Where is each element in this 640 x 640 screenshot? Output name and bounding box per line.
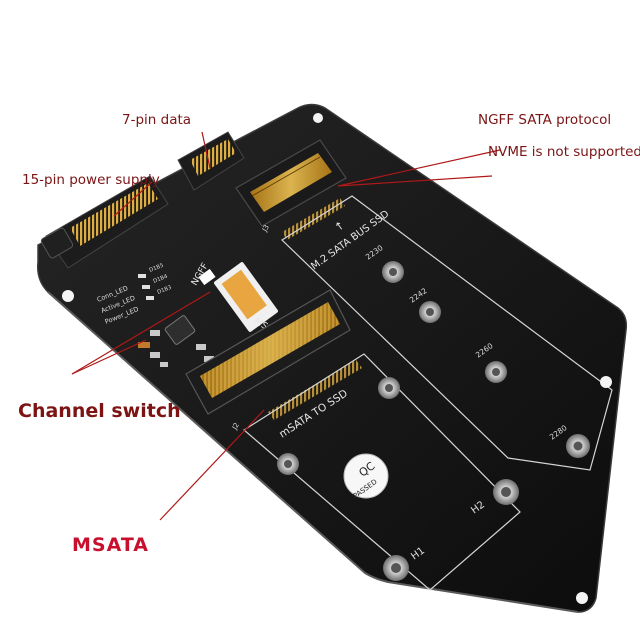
hole-corner-left (62, 290, 74, 302)
board-edge-highlight (47, 291, 579, 613)
line-ngff (337, 149, 501, 187)
channel-switch (198, 262, 278, 332)
hole-corner-top (313, 113, 323, 123)
msata-slot (185, 289, 351, 415)
qc-passed-sticker: QC PASSED (343, 453, 389, 500)
callout-lines (71, 131, 501, 521)
callout-channel-switch: Channel switch (18, 400, 181, 422)
callout-15pin-power: 15-pin power supply (22, 172, 160, 188)
pcb-board (36, 103, 628, 613)
led-label-group: Conn_LED Active_LED Power_LED D1B5 D1B4 … (96, 262, 173, 325)
line-7pin (201, 131, 211, 169)
line-nvme (337, 175, 493, 187)
msata-pad-strip (268, 360, 362, 420)
msata-slot-ref: J2 (230, 421, 241, 432)
callout-nvme: NVME is not supported (488, 144, 640, 160)
m2-slot (235, 139, 347, 227)
components-cluster (138, 315, 214, 367)
msata-bay-outline (242, 353, 521, 591)
hole-corner-right (600, 376, 612, 388)
sata-data-connector (177, 131, 245, 191)
callout-msata: MSATA (72, 534, 150, 556)
hole-corner-bottom (576, 592, 588, 604)
callout-ngff-sata: NGFF SATA protocol (478, 112, 612, 128)
m2-slot-ref: J3 (260, 223, 271, 234)
m2-bay-outline (281, 195, 613, 471)
led-d3-label: D1B3 (157, 284, 174, 295)
line-channel-switch-2 (71, 339, 147, 375)
led-d2-label: D1B4 (153, 273, 170, 284)
line-channel-switch (71, 291, 211, 375)
line-msata (159, 409, 265, 521)
callout-7pin-data: 7-pin data (122, 112, 192, 128)
led-d1-label: D1B5 (149, 262, 166, 273)
sata-power-connector (40, 175, 169, 269)
line-15pin (113, 181, 153, 217)
mount-holes (62, 113, 612, 604)
